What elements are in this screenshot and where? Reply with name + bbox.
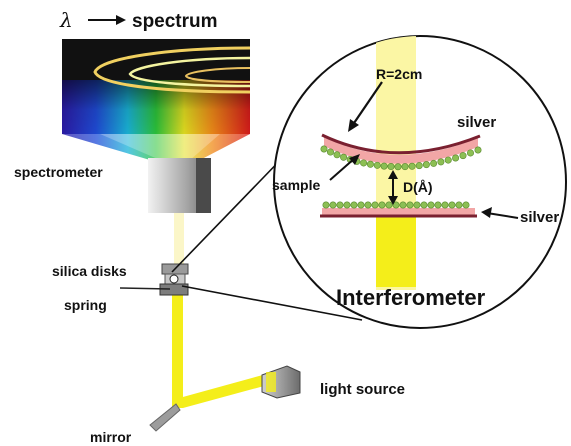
sample-bead: [401, 163, 409, 171]
radius-label: R=2cm: [376, 66, 422, 82]
spectrometer-device: [148, 158, 211, 213]
sample-bead: [408, 162, 416, 170]
sample-bead: [392, 201, 400, 209]
sample-bead: [366, 160, 374, 168]
silica-disk-holder: [119, 263, 189, 296]
sample-bead: [326, 148, 334, 156]
sample-bead: [320, 145, 328, 153]
spring-label: spring: [64, 297, 107, 313]
sample-bead: [430, 159, 438, 167]
lower-sample-layer: [322, 208, 475, 216]
silver-bottom-label: silver: [520, 209, 559, 226]
sample-bead: [462, 201, 470, 209]
sample-bead: [415, 162, 423, 170]
beam-upper-segment: [174, 196, 184, 276]
light-source-label: light source: [320, 381, 405, 398]
lower-sample-beads: [322, 201, 470, 209]
light-source-device: [261, 365, 301, 399]
sample-bead: [466, 149, 474, 157]
sample-bead: [340, 153, 348, 161]
spectral-line-2: [128, 56, 251, 88]
sample-bead: [387, 163, 395, 171]
sample-bead: [459, 152, 467, 160]
sample-pointer: [329, 157, 356, 181]
interferometer-inset: [273, 35, 567, 329]
sample-bead: [394, 163, 402, 171]
silver-pointer: [486, 212, 519, 219]
mirror-shape: [149, 403, 181, 432]
mirror-label: mirror: [90, 429, 132, 445]
beam-vertical-segment: [172, 293, 183, 408]
spectrum-display: [62, 39, 251, 160]
sample-label: sample: [272, 177, 320, 193]
sample-bead: [399, 201, 407, 209]
zoom-line-top: [171, 149, 291, 273]
spectrometer-label: spectrometer: [14, 164, 103, 180]
zoom-line-bottom: [181, 285, 363, 321]
sample-bead: [385, 201, 393, 209]
sample-bead: [357, 201, 365, 209]
spectrum-label: spectrum: [132, 11, 218, 32]
sample-bead: [350, 201, 358, 209]
sample-bead: [448, 201, 456, 209]
sample-bead: [420, 201, 428, 209]
light-beam: [172, 196, 275, 408]
sample-bead: [333, 151, 341, 159]
sample-bead: [373, 161, 381, 169]
sample-bead: [336, 201, 344, 209]
sample-bead: [413, 201, 421, 209]
upper-sample-layer: [324, 137, 478, 164]
silver-top-label: silver: [457, 114, 496, 131]
distance-label: D(Å): [403, 179, 433, 195]
lambda-symbol: λ: [59, 8, 73, 32]
sample-bead: [329, 201, 337, 209]
inset-beam-lower: [376, 215, 416, 287]
sample-bead: [422, 161, 430, 169]
spectrum-cone: [62, 134, 250, 160]
spectral-line-3: [184, 67, 251, 83]
sample-bead: [371, 201, 379, 209]
sample-bead: [364, 201, 372, 209]
sample-bead: [322, 201, 330, 209]
sample-bead: [360, 159, 368, 167]
beam-diagonal-segment: [172, 373, 275, 408]
sample-bead: [444, 156, 452, 164]
sample-bead: [452, 154, 460, 162]
spectral-line-1: [93, 46, 251, 94]
sample-bead: [380, 162, 388, 170]
sample-bead: [474, 146, 482, 154]
sample-bead: [437, 158, 445, 166]
sample-bead: [343, 201, 351, 209]
sample-bead: [441, 201, 449, 209]
spring-wire: [119, 287, 171, 290]
silica-disks-label: silica disks: [52, 263, 127, 279]
radius-pointer: [351, 81, 383, 127]
interferometer-title: Interferometer: [336, 285, 486, 310]
sample-bead: [434, 201, 442, 209]
sample-bead: [427, 201, 435, 209]
upper-silver-surface: [321, 133, 481, 155]
sample-bead: [455, 201, 463, 209]
sample-bead: [406, 201, 414, 209]
sample-bead: [378, 201, 386, 209]
